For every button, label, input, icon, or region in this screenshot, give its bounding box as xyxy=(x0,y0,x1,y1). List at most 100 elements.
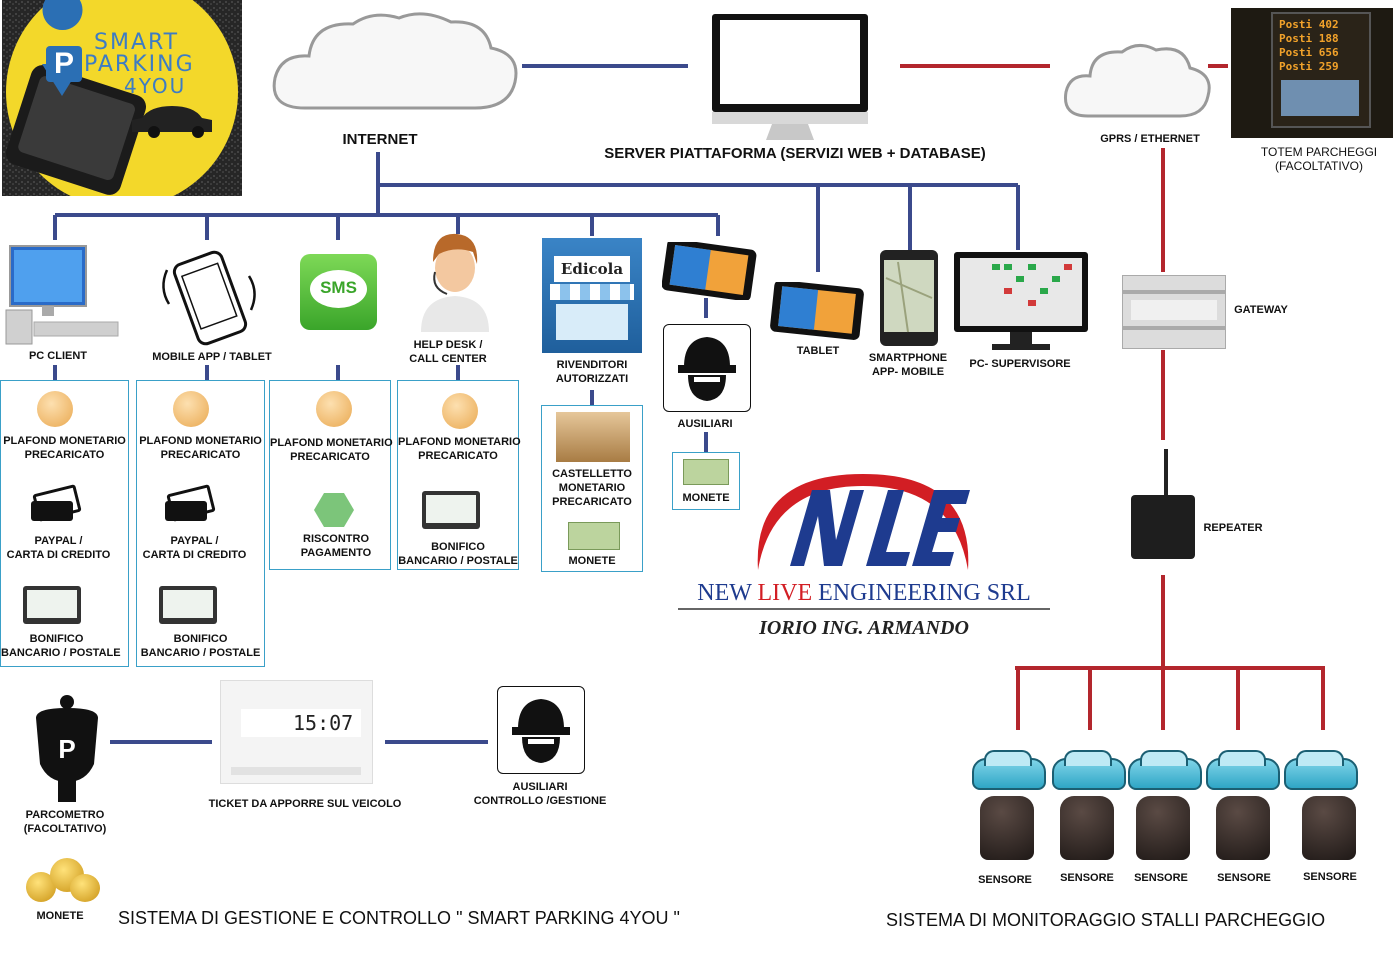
piggy-bank-icon xyxy=(37,391,73,427)
smartphone-label: SMARTPHONE APP- MOBILE xyxy=(868,352,948,378)
totem-sign-2: Posti 188 xyxy=(1279,32,1339,45)
bonifico-screen-icon xyxy=(23,586,81,624)
sensor-icon xyxy=(1302,796,1356,860)
edicola-sign: Edicola xyxy=(554,256,630,282)
bonifico-label: BONIFICO BANCARIO / POSTALE xyxy=(140,633,261,659)
sensore-label-4: SENSORE xyxy=(1217,872,1271,884)
ausiliari-top-badge xyxy=(663,324,751,412)
ticket-time: 15:07 xyxy=(293,711,354,735)
totem-label: TOTEM PARCHEGGI (FACOLTATIVO) xyxy=(1260,145,1378,173)
police-officer-icon xyxy=(512,699,570,763)
company-person: IORIO ING. ARMANDO xyxy=(759,617,969,639)
castelletto-icon xyxy=(556,412,630,462)
ausiliari-bottom-label: AUSILIARI CONTROLLO /GESTIONE xyxy=(473,781,607,807)
bonifico-label: BONIFICO BANCARIO / POSTALE xyxy=(1,633,121,659)
internet-cloud-icon xyxy=(272,12,518,110)
sensor-icon xyxy=(980,796,1034,860)
smart-parking-logo: P SMART PARKING 4YOU xyxy=(2,0,242,196)
coins-icon xyxy=(22,852,102,904)
pc-supervisore-icon xyxy=(954,252,1088,350)
payment-box-help-desk: PLAFOND MONETARIO PRECARICATO BONIFICO B… xyxy=(397,380,521,570)
pc-client-icon xyxy=(5,245,119,345)
plafond-label: PLAFOND MONETARIO PRECARICATO xyxy=(270,437,393,463)
ticket-image: 15:07 xyxy=(220,680,373,784)
mobile-app-icon xyxy=(162,250,256,346)
smartphone-icon xyxy=(880,250,938,346)
plafond-label: PLAFOND MONETARIO PRECARICATO xyxy=(3,435,126,461)
company-name: NEW LIVE ENGINEERING SRL xyxy=(678,578,1050,610)
piggy-bank-icon xyxy=(173,391,209,427)
totem-sign-1: Posti 402 xyxy=(1279,18,1339,31)
edicola-icon: Edicola xyxy=(542,238,642,353)
sensor-icon xyxy=(1136,796,1190,860)
car-icon xyxy=(970,748,1046,792)
bonifico-screen-icon xyxy=(422,491,480,529)
company-name-live: LIVE xyxy=(757,580,813,606)
car-icon xyxy=(1282,748,1358,792)
payment-box-rivenditori: CASTELLETTO MONETARIO PRECARICATO MONETE xyxy=(541,405,643,572)
banknote-icon xyxy=(683,459,729,485)
repeater-label: REPEATER xyxy=(1203,522,1263,534)
police-officer-icon xyxy=(678,337,736,401)
gateway-device-icon xyxy=(1122,275,1226,349)
payment-box-pc-client: PLAFOND MONETARIO PRECARICATO PAYPAL / C… xyxy=(0,380,129,667)
paypal-label: PAYPAL / CARTA DI CREDITO xyxy=(6,535,111,561)
bonifico-screen-icon xyxy=(159,586,217,624)
sensore-label-3: SENSORE xyxy=(1134,872,1188,884)
ticket-label: TICKET DA APPORRE SUL VEICOLO xyxy=(208,798,402,810)
svg-text:P: P xyxy=(58,734,75,764)
gprs-label: GPRS / ETHERNET xyxy=(1100,133,1200,145)
totem-photo: Posti 402 Posti 188 Posti 656 Posti 259 xyxy=(1231,8,1393,138)
pc-supervisore-label: PC- SUPERVISORE xyxy=(969,358,1071,370)
riscontro-icon xyxy=(314,493,354,527)
sms-icon-text: SMS xyxy=(320,278,357,297)
parcometro-label: PARCOMETRO (FACOLTATIVO) xyxy=(23,809,107,835)
credit-card-icon xyxy=(165,484,216,522)
tablet-label: TABLET xyxy=(796,345,840,357)
gateway-label: GATEWAY xyxy=(1234,304,1288,316)
internet-label: INTERNET xyxy=(342,131,418,148)
footer-left-title: SISTEMA DI GESTIONE E CONTROLLO " SMART … xyxy=(118,908,680,928)
monete-label-bottom: MONETE xyxy=(36,910,84,922)
help-desk-icon xyxy=(421,233,489,332)
company-name-new: NEW xyxy=(697,580,758,606)
paypal-label: PAYPAL / CARTA DI CREDITO xyxy=(142,535,247,561)
help-desk-label: HELP DESK / CALL CENTER xyxy=(409,339,487,365)
logo-line2: PARKING xyxy=(84,52,195,77)
server-label: SERVER PIATTAFORMA (SERVIZI WEB + DATABA… xyxy=(604,145,986,162)
sensore-label-2: SENSORE xyxy=(1060,872,1114,884)
footer-right-title: SISTEMA DI MONITORAGGIO STALLI PARCHEGGI… xyxy=(886,910,1326,930)
ausiliari-bottom-badge xyxy=(497,686,585,774)
payment-box-sms: PLAFOND MONETARIO PRECARICATO RISCONTRO … xyxy=(269,380,393,570)
piggy-bank-icon xyxy=(316,391,352,427)
pc-client-label: PC CLIENT xyxy=(28,350,88,362)
gprs-cloud-icon xyxy=(1063,44,1211,118)
server-monitor-icon xyxy=(712,14,868,140)
logo-line3: 4YOU xyxy=(124,74,187,98)
sensore-label-5: SENSORE xyxy=(1303,871,1357,883)
logo-p-letter: P xyxy=(53,47,74,80)
sensor-icon xyxy=(1216,796,1270,860)
mobile-app-label: MOBILE APP / TABLET xyxy=(152,351,272,363)
banknote-icon xyxy=(568,522,620,550)
parcometro-icon: P xyxy=(36,695,98,802)
monete-box-ausiliari: MONETE xyxy=(672,452,740,510)
tablet-small-icon xyxy=(662,242,757,300)
car-icon xyxy=(1126,748,1202,792)
piggy-bank-icon xyxy=(442,393,478,429)
payment-box-mobile: PLAFOND MONETARIO PRECARICATO PAYPAL / C… xyxy=(136,380,265,667)
tablet-icon xyxy=(770,282,864,340)
credit-card-icon xyxy=(31,484,82,522)
bonifico-label: BONIFICO BANCARIO / POSTALE xyxy=(398,541,518,567)
sensor-icon xyxy=(1060,796,1114,860)
ausiliari-top-label: AUSILIARI xyxy=(677,418,733,430)
car-icon xyxy=(1204,748,1280,792)
monete-label-ausiliari: MONETE xyxy=(682,492,730,504)
plafond-label: PLAFOND MONETARIO PRECARICATO xyxy=(398,436,521,462)
car-icon xyxy=(1050,748,1126,792)
totem-sign-3: Posti 656 xyxy=(1279,46,1339,59)
totem-sign-4: Posti 259 xyxy=(1279,60,1339,73)
rivenditori-label: RIVENDITORI AUTORIZZATI xyxy=(555,359,629,385)
sms-icon: SMS xyxy=(300,254,377,330)
